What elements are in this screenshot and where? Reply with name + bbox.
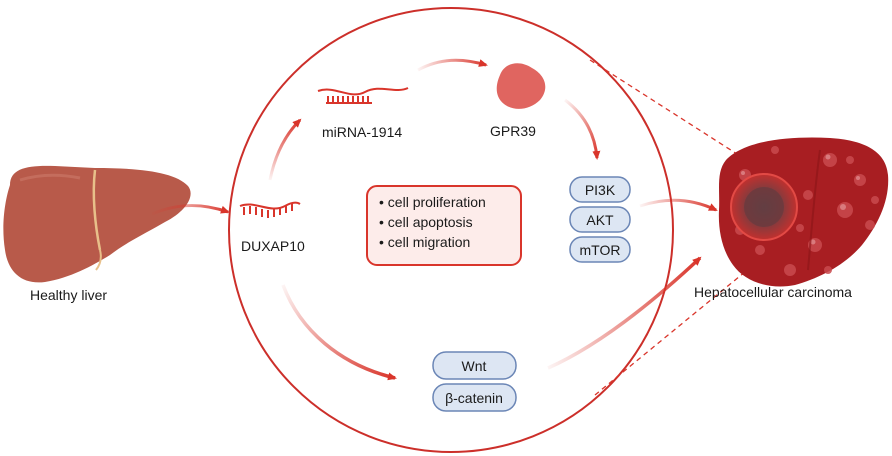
mtor-pill: mTOR xyxy=(569,236,631,263)
arrow-duxap10-to-wnt xyxy=(281,284,397,381)
duxap10-label: DUXAP10 xyxy=(241,238,305,254)
duxap10-rna-icon xyxy=(239,201,301,218)
healthy-liver-label: Healthy liver xyxy=(30,287,107,303)
pi3k-pill: PI3K xyxy=(569,176,631,203)
mirna-1914-label: miRNA-1914 xyxy=(322,124,402,140)
effect-proliferation: • cell proliferation xyxy=(379,194,486,210)
svg-text:mTOR: mTOR xyxy=(580,242,621,258)
beta-catenin-pill: β-catenin xyxy=(432,383,517,412)
zoom-line-bottom xyxy=(594,257,763,396)
healthy-liver-icon xyxy=(3,165,191,283)
arrow-akt-to-hcc xyxy=(639,198,718,212)
hcc-label: Hepatocellular carcinoma xyxy=(694,284,852,300)
svg-text:Wnt: Wnt xyxy=(462,358,487,374)
mirna-1914-icon xyxy=(317,87,409,104)
gpr39-label: GPR39 xyxy=(490,123,536,139)
effect-migration: • cell migration xyxy=(379,234,470,250)
effects-box xyxy=(366,185,522,266)
cell-circle xyxy=(228,7,674,453)
arrow-wnt-to-hcc xyxy=(547,256,702,370)
wnt-pill: Wnt xyxy=(432,351,517,380)
arrow-gpr39-to-pi3k xyxy=(564,98,601,160)
zoom-line-top xyxy=(589,59,763,171)
effect-apoptosis: • cell apoptosis xyxy=(379,214,473,230)
arrow-mirna-to-gpr39 xyxy=(417,58,488,72)
arrow-liver-to-duxap10 xyxy=(151,204,230,216)
akt-pill: AKT xyxy=(569,206,631,233)
arrow-duxap10-to-mirna xyxy=(268,118,302,181)
svg-text:AKT: AKT xyxy=(586,212,614,228)
svg-text:PI3K: PI3K xyxy=(585,182,616,198)
gpr39-protein-icon xyxy=(496,63,546,109)
hcc-liver-icon xyxy=(718,137,889,287)
svg-text:β-catenin: β-catenin xyxy=(445,390,503,406)
